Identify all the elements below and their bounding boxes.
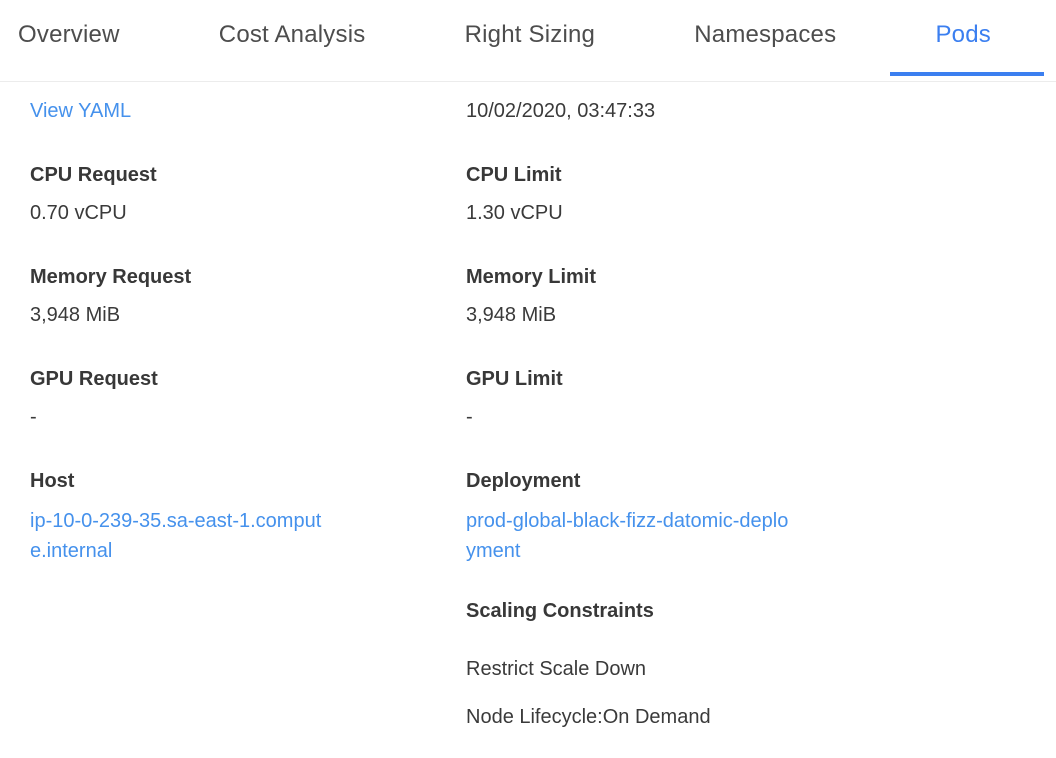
tab-namespaces-label: Namespaces <box>694 21 837 48</box>
timestamp: 10/02/2020, 03:47:33 <box>466 100 656 122</box>
cpu-limit-label: CPU Limit <box>466 164 562 186</box>
tab-namespaces[interactable]: Namespaces <box>694 21 836 49</box>
tab-overview[interactable]: Overview <box>18 21 120 49</box>
tab-pods[interactable]: Pods <box>890 21 1045 76</box>
pod-details-panel: View YAML CPU Request 0.70 vCPU Memory R… <box>0 82 1056 752</box>
tab-cost-analysis[interactable]: Cost Analysis <box>219 21 366 49</box>
deployment-label: Deployment <box>466 470 581 492</box>
cpu-request-label: CPU Request <box>30 164 157 186</box>
memory-limit-label: Memory Limit <box>466 266 597 288</box>
field-host: Host ip-10-0-239-35.sa-east-1.compute.in… <box>30 468 466 566</box>
scaling-constraint-item: Node Lifecycle:On Demand <box>466 706 711 728</box>
field-cpu-limit: CPU Limit 1.30 vCPU <box>466 162 1026 226</box>
cpu-request-value: 0.70 vCPU <box>30 202 127 224</box>
details-right-column: 10/02/2020, 03:47:33 CPU Limit 1.30 vCPU… <box>466 98 1026 752</box>
field-gpu-request: GPU Request - <box>30 366 466 430</box>
details-left-column: View YAML CPU Request 0.70 vCPU Memory R… <box>30 98 466 752</box>
memory-request-value: 3,948 MiB <box>30 304 121 326</box>
gpu-limit-label: GPU Limit <box>466 368 563 390</box>
scaling-constraints-title: Scaling Constraints <box>466 600 654 622</box>
tab-overview-label: Overview <box>18 21 120 48</box>
host-link[interactable]: ip-10-0-239-35.sa-east-1.compute.interna… <box>30 510 322 562</box>
gpu-request-value: - <box>30 406 37 428</box>
view-yaml-link[interactable]: View YAML <box>30 100 132 122</box>
host-label: Host <box>30 470 75 492</box>
field-gpu-limit: GPU Limit - <box>466 366 1026 430</box>
tab-right-sizing-label: Right Sizing <box>464 21 596 48</box>
field-memory-limit: Memory Limit 3,948 MiB <box>466 264 1026 328</box>
field-memory-request: Memory Request 3,948 MiB <box>30 264 466 328</box>
scaling-constraints-section: Scaling Constraints Restrict Scale Down … <box>466 598 1026 730</box>
field-deployment: Deployment prod-global-black-fizz-datomi… <box>466 468 1026 566</box>
tab-bar: Overview Cost Analysis Right Sizing Name… <box>0 0 1056 82</box>
deployment-link[interactable]: prod-global-black-fizz-datomic-deploymen… <box>466 510 789 562</box>
gpu-limit-value: - <box>466 406 473 428</box>
memory-request-label: Memory Request <box>30 266 192 288</box>
gpu-request-label: GPU Request <box>30 368 158 390</box>
tab-cost-analysis-label: Cost Analysis <box>218 21 366 48</box>
tab-pods-label: Pods <box>935 21 991 48</box>
cpu-limit-value: 1.30 vCPU <box>466 202 563 224</box>
scaling-constraint-item: Restrict Scale Down <box>466 658 647 680</box>
memory-limit-value: 3,948 MiB <box>466 304 557 326</box>
active-tab-underline <box>890 72 1045 76</box>
field-cpu-request: CPU Request 0.70 vCPU <box>30 162 466 226</box>
tab-right-sizing[interactable]: Right Sizing <box>465 21 595 49</box>
